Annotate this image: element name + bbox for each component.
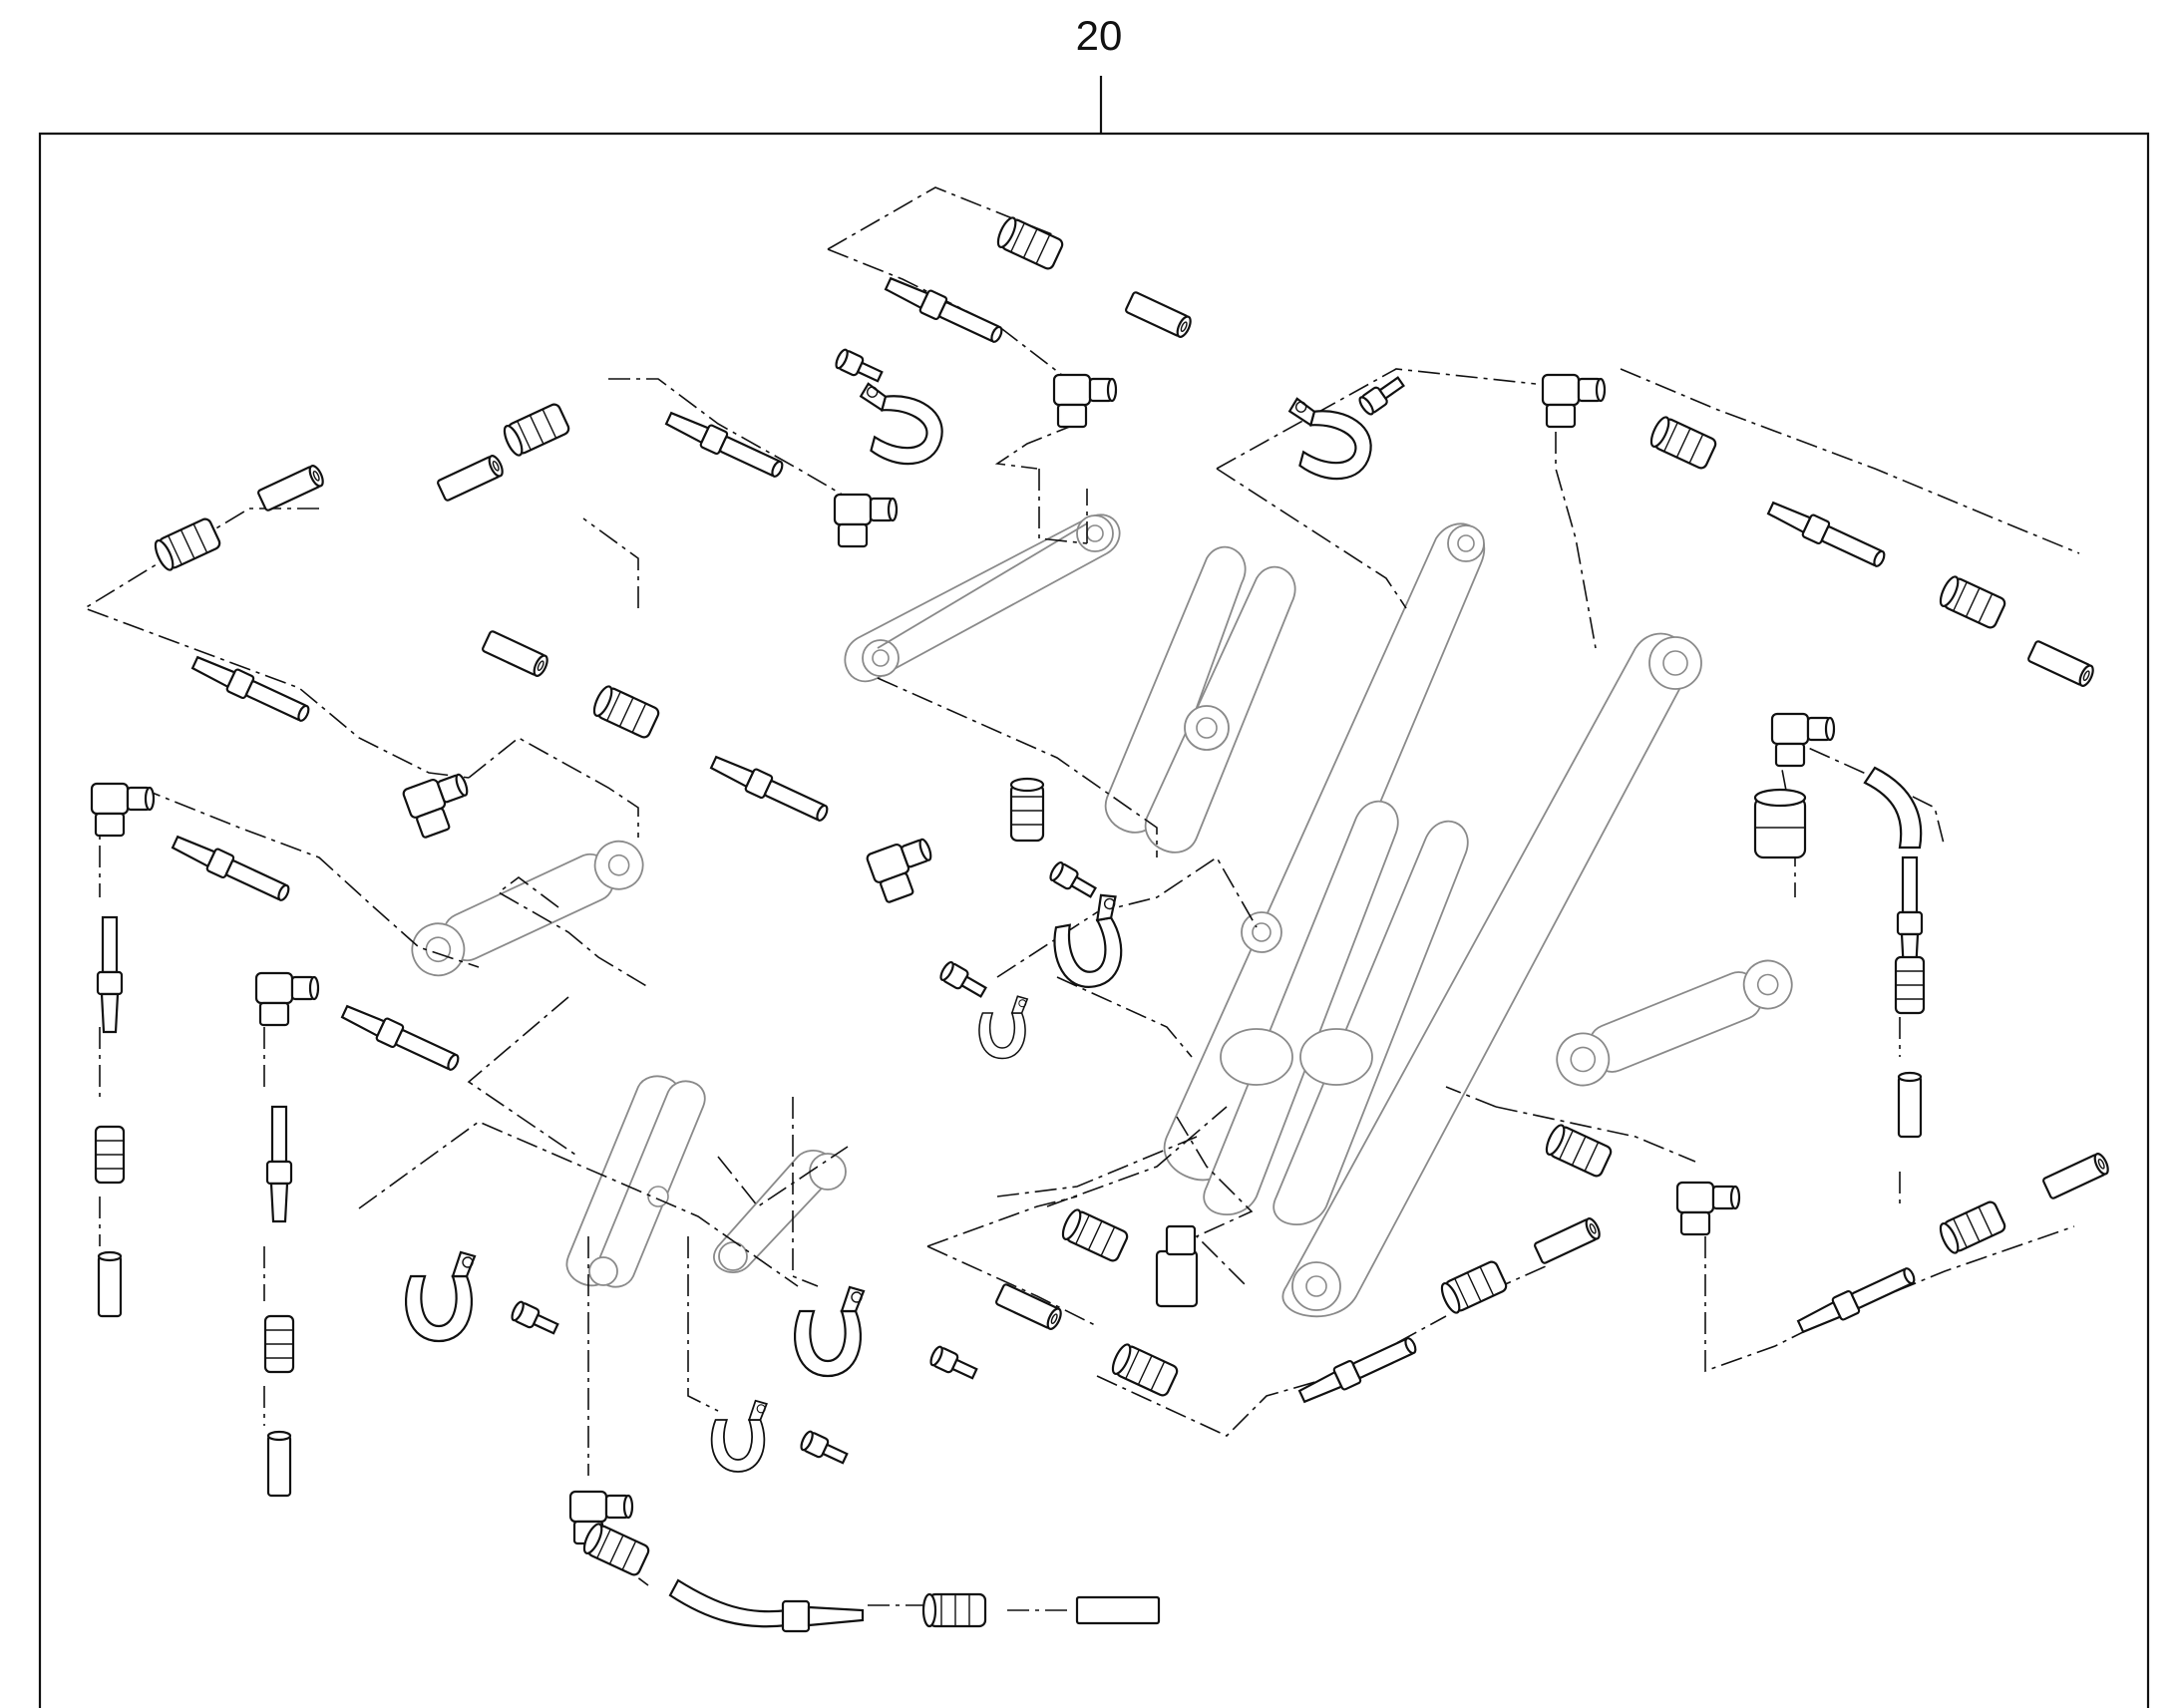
upper-elbow-a bbox=[833, 493, 899, 548]
right-adapter bbox=[1753, 788, 1807, 859]
right-p-clamp bbox=[1273, 396, 1380, 489]
mid-union bbox=[589, 683, 662, 741]
right-vunion-b bbox=[1894, 955, 1926, 1015]
left-swivel-elbow bbox=[401, 768, 480, 841]
far-right-union-a bbox=[1542, 1122, 1615, 1180]
upper-left-union bbox=[500, 401, 572, 459]
right-elbow-b bbox=[1770, 712, 1836, 768]
far-right-sleeve bbox=[2041, 1151, 2112, 1200]
left-vunion-b bbox=[263, 1314, 295, 1374]
center-cap-screw-b bbox=[937, 959, 990, 1002]
lower-cap-screw-b bbox=[927, 1344, 980, 1384]
far-right-elbow bbox=[1675, 1181, 1741, 1236]
lower-right-union-c bbox=[1437, 1258, 1510, 1316]
left-tube-b bbox=[169, 830, 294, 907]
right-tube-a bbox=[1764, 496, 1890, 573]
lower-right-tube bbox=[1295, 1331, 1421, 1409]
right-bent-hose bbox=[1863, 766, 1923, 850]
mid-sleeve bbox=[481, 629, 551, 679]
far-left-union bbox=[151, 515, 223, 573]
callout-label: 20 bbox=[1075, 12, 1123, 59]
hydraulic-cylinder-right bbox=[1548, 950, 1801, 1095]
left-tube-a bbox=[188, 650, 314, 728]
frame-border bbox=[38, 132, 2150, 1708]
left-vsleeve-a bbox=[97, 1250, 123, 1318]
lower-cap-screw-a bbox=[509, 1299, 561, 1339]
lower-right-elbow-block bbox=[1155, 1224, 1199, 1308]
left-vsleeve-b bbox=[266, 1430, 292, 1498]
lower-p-clamp-b bbox=[793, 1285, 866, 1378]
loader-arm-structure bbox=[565, 513, 1702, 1318]
right-union-a bbox=[1646, 414, 1719, 472]
left-vtube-b bbox=[265, 1105, 293, 1223]
lower-right-union-a bbox=[1058, 1206, 1131, 1264]
top-p-clamp bbox=[845, 381, 951, 474]
left-elbow-b bbox=[254, 971, 320, 1027]
top-elbow-fitting bbox=[1052, 373, 1118, 429]
left-vtube-a bbox=[96, 915, 124, 1034]
lower-right-sleeve-a bbox=[994, 1282, 1065, 1332]
bottom-bent-hose bbox=[668, 1578, 865, 1633]
mid-small-union bbox=[1009, 777, 1045, 843]
top-cap-screw bbox=[833, 347, 886, 387]
hydraulic-cylinder-left bbox=[402, 831, 653, 985]
bottom-union-a bbox=[579, 1521, 652, 1578]
left-elbow-vertical bbox=[90, 782, 156, 838]
left-vunion-a bbox=[94, 1125, 126, 1185]
upper-left-sleeve bbox=[436, 453, 507, 503]
right-cap-screw bbox=[1356, 372, 1408, 418]
lower-right-union-b bbox=[1108, 1341, 1181, 1399]
right-elbow-block bbox=[1541, 373, 1607, 429]
mid-tube bbox=[707, 750, 833, 828]
lower-right-sleeve-b bbox=[1533, 1215, 1604, 1265]
far-left-sleeve bbox=[256, 463, 327, 512]
far-right-tube bbox=[1794, 1261, 1920, 1339]
top-tube bbox=[882, 271, 1007, 349]
center-p-clamp-a bbox=[1045, 891, 1132, 994]
top-sleeve bbox=[1124, 290, 1195, 340]
left-tube-c bbox=[338, 999, 464, 1077]
lower-cap-screw-c bbox=[798, 1429, 851, 1469]
right-union-b bbox=[1936, 573, 2008, 631]
upper-tube-a bbox=[662, 406, 788, 484]
right-vunion-a bbox=[1896, 855, 1924, 974]
lower-p-clamp-a bbox=[404, 1250, 477, 1343]
far-right-union-b bbox=[1936, 1198, 2008, 1256]
right-sleeve-a bbox=[2026, 639, 2097, 689]
lower-p-clamp-c bbox=[710, 1399, 768, 1473]
mid-elbow bbox=[865, 833, 943, 905]
bottom-sleeve bbox=[1075, 1595, 1161, 1625]
center-small-clamp bbox=[978, 995, 1028, 1060]
right-vsleeve bbox=[1897, 1071, 1923, 1139]
bottom-union-b bbox=[921, 1592, 987, 1628]
center-cap-screw-a bbox=[1047, 859, 1100, 902]
top-union-fitting bbox=[993, 214, 1066, 272]
